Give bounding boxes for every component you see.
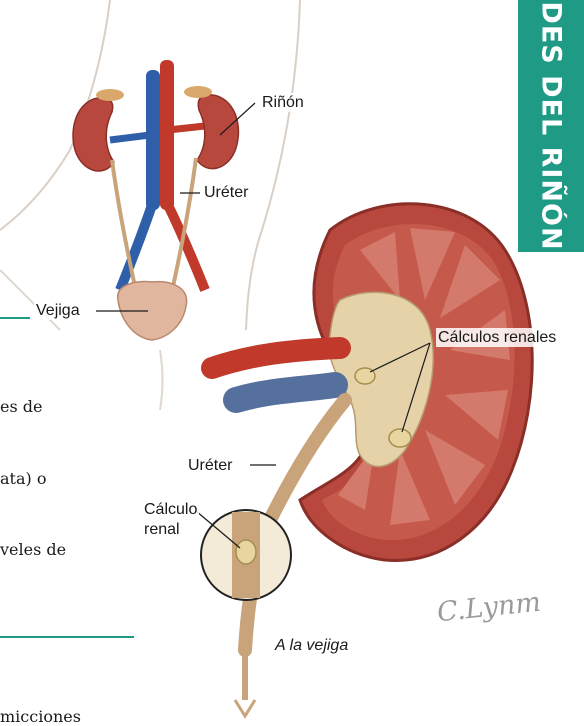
side-text-2: ata) o [0,470,46,488]
label-ureter-bottom: Uréter [186,456,234,475]
side-text-4: micciones [0,708,81,726]
label-a-la-vejiga: A la vejiga [275,636,348,655]
hip-curve [0,270,60,330]
magnified-stone [236,540,256,564]
renal-vessels-left [110,135,150,140]
renal-vessels-right [168,126,205,130]
adrenal-left [96,89,124,101]
kidney-stone-2 [389,429,411,447]
aorta [160,60,174,210]
label-calculos-renales: Cálculos renales [436,328,558,347]
label-vejiga: Vejiga [34,301,82,320]
label-ureter-top: Uréter [202,183,250,202]
adrenal-right [184,86,212,98]
label-calculo-line2: renal [142,520,182,539]
renal-artery [212,348,340,368]
body-outline-right [246,0,300,330]
label-rinon: Riñón [260,93,306,112]
thigh-line [160,350,163,410]
small-kidney-right [197,95,238,169]
vena-cava [146,70,160,210]
arrow-down-icon [235,700,255,716]
renal-vein [236,385,335,400]
side-text-1: es de [0,398,42,416]
side-text-3: veles de [0,541,66,559]
banner-title: DES DEL RIÑÓN [536,1,567,250]
small-kidney-left [73,98,114,171]
label-calculo-line1: Cálculo [142,500,199,519]
